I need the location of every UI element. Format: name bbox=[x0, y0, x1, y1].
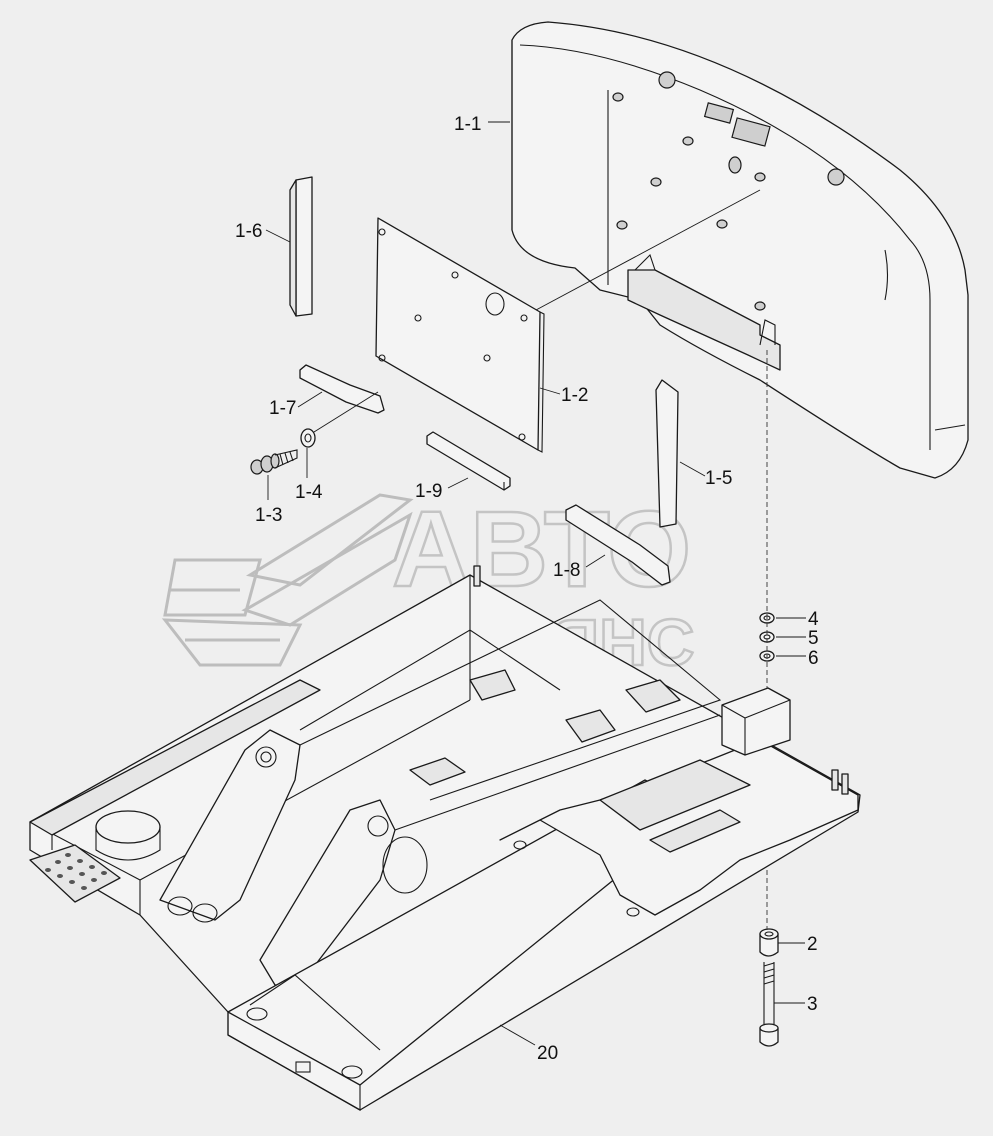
label-5: 5 bbox=[808, 628, 819, 649]
bar-1-8 bbox=[565, 504, 671, 586]
label-1-1: 1-1 bbox=[454, 114, 481, 135]
leader-lines bbox=[265, 121, 806, 1046]
label-1-7: 1-7 bbox=[269, 398, 296, 419]
bolt-1-3 bbox=[250, 449, 298, 475]
spacer-2 bbox=[759, 928, 779, 957]
block-1-6 bbox=[289, 176, 313, 317]
label-1-9: 1-9 bbox=[415, 481, 442, 502]
plate-1-2 bbox=[375, 217, 545, 453]
label-2: 2 bbox=[807, 934, 818, 955]
label-1-8: 1-8 bbox=[553, 560, 580, 581]
block-1-5 bbox=[655, 379, 679, 528]
label-1-2: 1-2 bbox=[561, 385, 588, 406]
label-6: 6 bbox=[808, 648, 819, 669]
label-1-3: 1-3 bbox=[255, 505, 282, 526]
washers-4-5-6 bbox=[759, 612, 775, 662]
bar-1-7 bbox=[299, 364, 385, 414]
watermark-logo bbox=[161, 493, 414, 667]
bar-1-9 bbox=[426, 431, 511, 491]
counterweight-1-1 bbox=[511, 21, 969, 479]
frame-20 bbox=[29, 565, 861, 1111]
washer-1-4 bbox=[300, 428, 316, 448]
label-1-5: 1-5 bbox=[705, 468, 732, 489]
bolt-3 bbox=[759, 962, 779, 1047]
label-1-4: 1-4 bbox=[295, 482, 323, 503]
watermark-line1: АВТО bbox=[392, 488, 691, 609]
label-20: 20 bbox=[537, 1043, 558, 1064]
label-3: 3 bbox=[807, 994, 818, 1015]
label-4: 4 bbox=[808, 609, 819, 630]
label-1-6: 1-6 bbox=[235, 221, 262, 242]
